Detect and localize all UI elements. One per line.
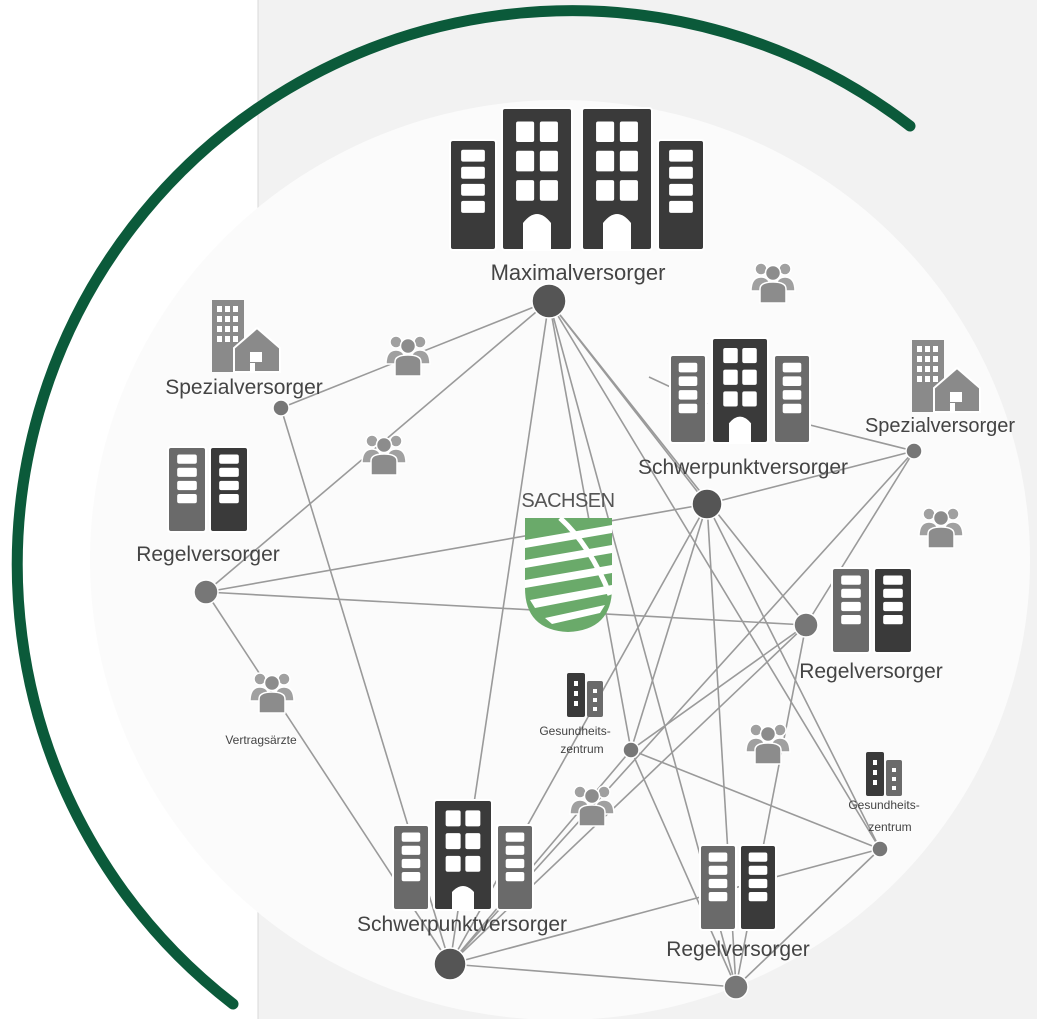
label-spezialversorger-right: Spezialversorger (865, 415, 1015, 437)
node-schw-b (433, 947, 467, 981)
label-gesundheitszentrum-center-line1: Gesundheits- (539, 724, 610, 738)
label-regelversorger-right: Regelversorger (799, 660, 943, 683)
small-hospital-building-icon (699, 844, 777, 931)
label-gesundheitszentrum-center-line2: zentrum (560, 742, 603, 756)
large-hospital-building-icon (449, 107, 705, 251)
green-arc (11, 5, 916, 1010)
connection-lines (205, 300, 915, 988)
connection-line (630, 749, 881, 850)
hospital-building-icon (669, 337, 811, 444)
clinic-house-building-icon (912, 340, 981, 413)
sachsen-label: SACHSEN (521, 490, 614, 512)
label-spezialversorger-left: Spezialversorger (165, 376, 323, 399)
people-group-icon (361, 434, 407, 476)
node-gz-c (622, 741, 640, 759)
people-group-icon (385, 335, 431, 377)
node-regel-b (723, 974, 749, 1000)
connection-line (809, 424, 915, 452)
connection-line (449, 848, 881, 965)
connection-line (449, 963, 737, 988)
hospital-building-icon (392, 799, 534, 911)
people-group-icon (569, 785, 615, 827)
sachsen-emblem: SACHSEN (521, 490, 615, 632)
connection-line (449, 749, 632, 965)
health-center-building-icon (866, 752, 902, 796)
people-group-icon (249, 672, 295, 714)
node-spez-r (905, 442, 923, 460)
node-maximal (531, 283, 567, 319)
connection-line (630, 503, 708, 751)
clinic-house-building-icon (212, 300, 281, 373)
people-group-icon (745, 723, 791, 765)
connection-line (205, 591, 807, 626)
node-gz-r (871, 840, 889, 858)
node-regel-l (193, 579, 219, 605)
node-spez-l (272, 399, 290, 417)
connection-line (205, 503, 708, 593)
label-vertragsaerzte: Vertragsärzte (225, 733, 297, 747)
label-gesundheitszentrum-right-line1: Gesundheits- (848, 798, 919, 812)
connection-line (548, 300, 807, 626)
people-group-icon (918, 507, 964, 549)
small-hospital-building-icon (831, 567, 913, 654)
health-center-building-icon (567, 673, 603, 717)
small-hospital-building-icon (167, 446, 249, 533)
connection-line (805, 450, 915, 626)
label-schwerpunktversorger-top: Schwerpunktversorger (638, 456, 848, 479)
label-gesundheitszentrum-right-line2: zentrum (868, 820, 911, 834)
label-maximalversorger: Maximalversorger (491, 260, 666, 285)
label-regelversorger-bottom: Regelversorger (666, 938, 810, 961)
people-group-icon (750, 262, 796, 304)
connection-line (630, 749, 737, 988)
connection-line (630, 624, 807, 751)
sachsen-coat-of-arms-icon (525, 516, 613, 632)
node-regel-r (793, 612, 819, 638)
label-schwerpunktversorger-bottom: Schwerpunktversorger (357, 913, 567, 936)
label-regelversorger-left: Regelversorger (136, 543, 280, 566)
connection-line (706, 503, 881, 850)
connection-line (706, 450, 915, 505)
node-schw-t (691, 488, 723, 520)
connection-line (735, 848, 881, 988)
connection-line (548, 300, 881, 850)
